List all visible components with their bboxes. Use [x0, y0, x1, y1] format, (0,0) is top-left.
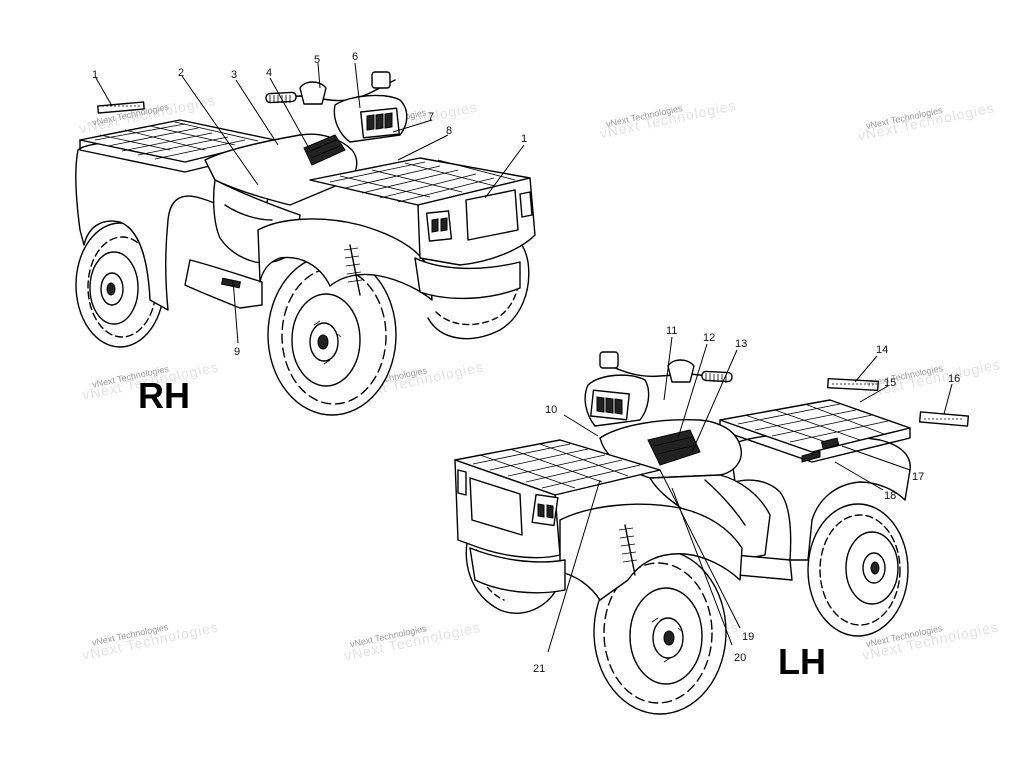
rh-callout-leaders	[95, 62, 525, 344]
callout-9: 9	[234, 346, 240, 358]
callout-7: 7	[428, 111, 434, 123]
lh-body	[454, 351, 970, 601]
watermark: vNext Technologies vNext Technologies	[343, 619, 482, 664]
callout-2: 2	[178, 67, 184, 79]
atv-left-side-illustration	[454, 351, 970, 715]
lh-front-wheel	[593, 549, 727, 715]
lh-rear-wheel	[807, 503, 909, 637]
callout-18: 18	[884, 490, 896, 502]
callout-14: 14	[876, 344, 888, 356]
callout-numbers: 1 2 3 4 5 6 7 8 1 9 10 11 12 13 14 15 16…	[92, 51, 960, 675]
callout-12: 12	[703, 332, 715, 344]
callout-16: 16	[948, 373, 960, 385]
watermark: vNext Technologies vNext Technologies	[863, 356, 1002, 401]
lh-callout-leaders	[547, 336, 953, 653]
callout-21: 21	[533, 663, 545, 675]
atv-right-side-illustration	[75, 71, 536, 416]
rh-front-wheel	[267, 254, 397, 416]
watermark: vNext Technologies vNext Technologies	[81, 618, 220, 663]
callout-19: 19	[742, 631, 754, 643]
callout-20: 20	[734, 652, 746, 664]
watermark: vNext Technologies vNext Technologies	[598, 97, 737, 142]
callout-4: 4	[266, 67, 272, 79]
callout-13: 13	[735, 338, 747, 350]
callout-6: 6	[352, 51, 358, 63]
callout-15: 15	[884, 377, 896, 389]
callout-1-front-rh: 1	[521, 133, 527, 145]
callout-11: 11	[666, 325, 677, 337]
callout-17: 17	[912, 471, 924, 483]
rh-body	[75, 71, 536, 311]
left-hand-side-label: LH	[778, 641, 826, 682]
callout-8: 8	[446, 125, 452, 137]
callout-1-rear-rh: 1	[92, 69, 98, 81]
watermark: vNext Technologies vNext Technologies	[856, 99, 995, 144]
right-hand-side-label: RH	[138, 375, 190, 416]
rh-rear-wheel	[75, 222, 165, 348]
callout-3: 3	[231, 69, 237, 81]
callout-10: 10	[545, 404, 557, 416]
callout-5: 5	[314, 54, 320, 66]
